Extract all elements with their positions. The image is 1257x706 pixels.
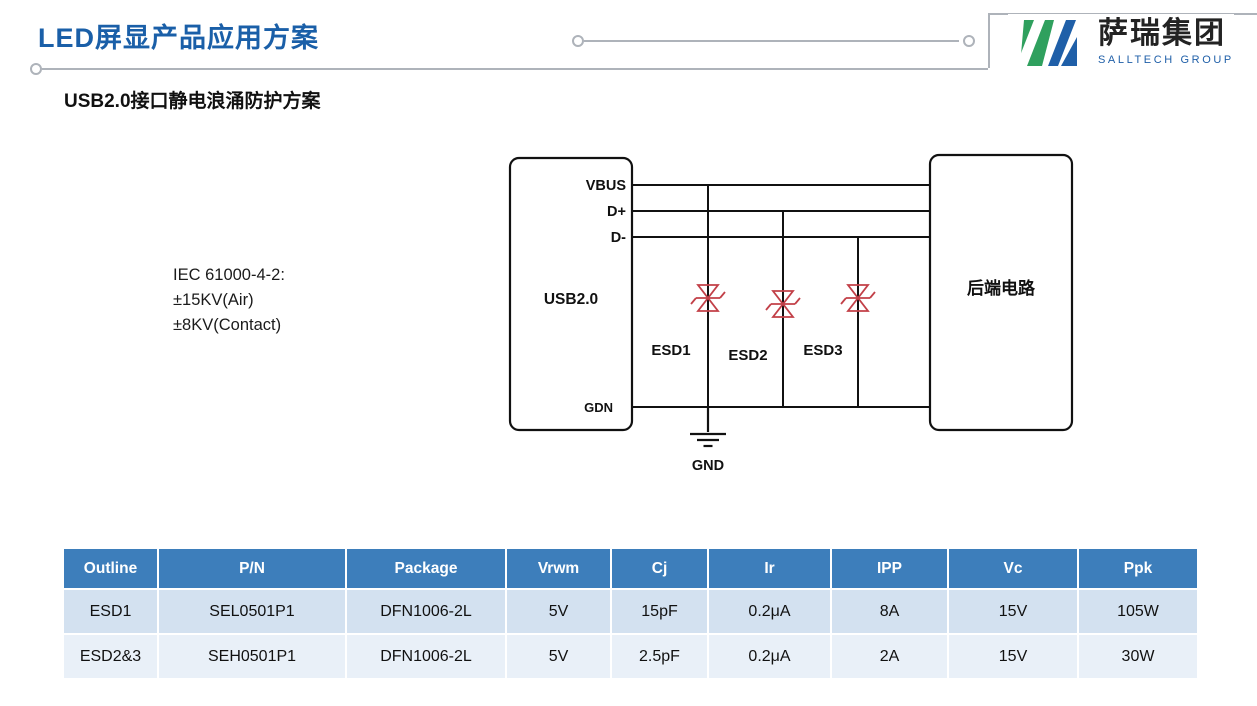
iec-note-line3: ±8KV(Contact) [173,316,282,334]
logo-white-slash [1016,20,1045,66]
esd1-diode-icon [690,284,726,312]
decorative-dot [572,35,584,47]
esd2-label: ESD2 [728,347,767,364]
logo-text: 萨瑞集团 SALLTECH GROUP [1098,17,1234,67]
gnd-label: GND [692,458,724,474]
col-header-outline: Outline [62,547,159,590]
table-row-esd2and3: ESD2&3 SEH0501P1 DFN1006-2L 5V 2.5pF 0.2… [62,633,1199,680]
decorative-dot [963,35,975,47]
cell-outline: ESD2&3 [62,633,159,680]
spec-table: Outline P/N Package Vrwm Cj Ir IPP Vc Pp… [62,547,1199,680]
logo-chinese-name: 萨瑞集团 [1098,17,1226,50]
cell-pn: SEH0501P1 [157,633,347,680]
pin-label-dplus: D+ [607,204,626,220]
col-header-vc: Vc [947,547,1079,590]
salltech-logo: 萨瑞集团 SALLTECH GROUP [1008,14,1234,72]
cell-cj: 15pF [610,588,709,635]
backend-box-label: 后端电路 [967,278,1036,298]
col-header-ir: Ir [707,547,832,590]
esd1-label: ESD1 [651,342,690,359]
cell-ir: 0.2μA [707,633,832,680]
usb-box [508,156,634,432]
cell-vc: 15V [947,588,1079,635]
col-header-cj: Cj [610,547,709,590]
cell-vc: 15V [947,633,1079,680]
table-row-esd1: ESD1 SEL0501P1 DFN1006-2L 5V 15pF 0.2μA … [62,588,1199,635]
iec-note-line2: ±15KV(Air) [173,291,254,309]
page-title: LED屏显产品应用方案 [38,23,319,53]
pin-label-gdn: GDN [584,400,613,415]
cell-cj: 2.5pF [610,633,709,680]
logo-blue-triangle [1061,37,1077,66]
col-header-pn: P/N [157,547,347,590]
cell-package: DFN1006-2L [345,633,507,680]
cell-outline: ESD1 [62,588,159,635]
cell-ppk: 105W [1077,588,1199,635]
col-header-vrwm: Vrwm [505,547,612,590]
esd3-diode-icon [840,284,876,312]
col-header-ipp: IPP [830,547,949,590]
esd3-label: ESD3 [803,342,842,359]
logo-english-name: SALLTECH GROUP [1098,54,1234,66]
cell-ipp: 2A [830,633,949,680]
pin-label-vbus: VBUS [586,178,627,194]
cell-pn: SEL0501P1 [157,588,347,635]
ground-symbol-icon [690,407,726,448]
iec-note-line1: IEC 61000-4-2: [173,266,285,284]
decorative-dot [30,63,42,75]
decorative-line-vertical [988,13,990,68]
decorative-line-top [584,40,959,42]
cell-vrwm: 5V [505,588,612,635]
decorative-line-under-title [42,68,988,70]
signal-wires [632,184,930,408]
col-header-package: Package [345,547,507,590]
circuit-diagram: VBUS D+ D- USB2.0 GDN 后端电路 ESD1 ESD2 ESD… [508,153,1074,474]
cell-vrwm: 5V [505,633,612,680]
iec-standard-note: IEC 61000-4-2: ±15KV(Air) ±8KV(Contact) [173,263,285,338]
cell-ipp: 8A [830,588,949,635]
cell-ir: 0.2μA [707,588,832,635]
usb-box-label: USB2.0 [544,291,598,308]
esd2-diode-icon [765,290,801,318]
tvs-diodes [690,284,876,318]
logo-blue-bar [1048,20,1076,66]
cell-ppk: 30W [1077,633,1199,680]
cell-package: DFN1006-2L [345,588,507,635]
section-subtitle: USB2.0接口静电浪涌防护方案 [64,91,321,112]
col-header-ppk: Ppk [1077,547,1199,590]
table-header-row: Outline P/N Package Vrwm Cj Ir IPP Vc Pp… [62,547,1199,590]
backend-box [928,153,1074,432]
pin-label-dminus: D- [611,230,626,246]
logo-mark [1016,20,1077,66]
